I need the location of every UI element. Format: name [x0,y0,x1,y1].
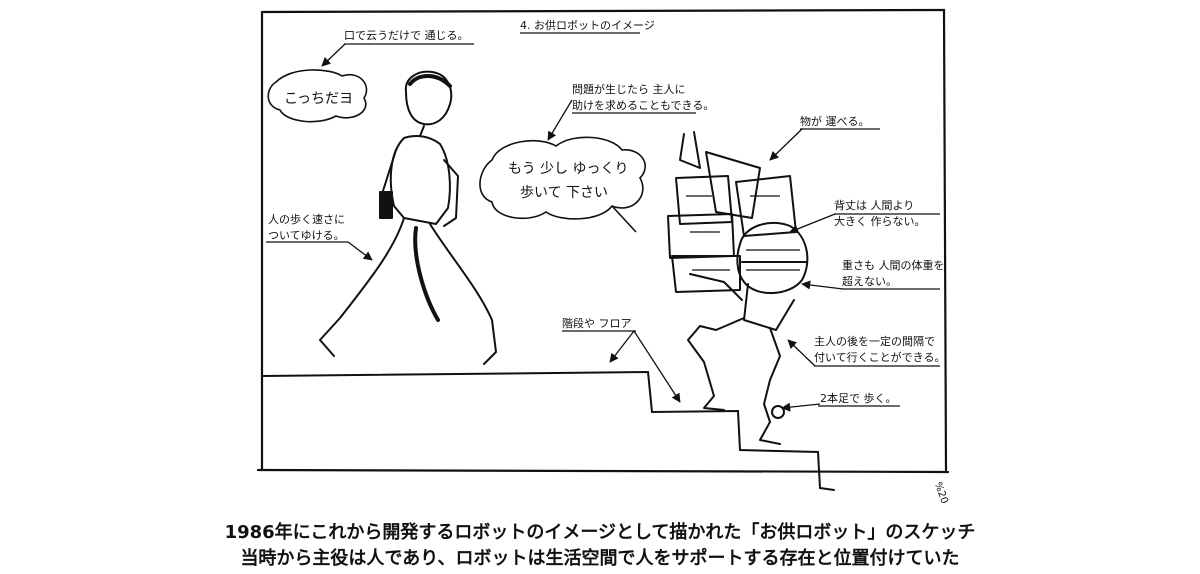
annotation-stairs-floor: 階段や フロア [562,317,632,330]
speech-bubble-robot [479,136,646,233]
robot-figure [667,131,809,445]
annotation-two-legs: 2本足で 歩く。 [820,392,897,405]
person-figure [319,70,497,365]
speech-robot-line1: もう 少し ゆっくり [508,161,629,177]
caption-line-2: 当時から主役は人であり、ロボットは生活空間で人をサポートする存在と位置付けていた [240,548,960,569]
speech-person-text: こっちだヨ [284,91,354,107]
speech-robot-line2: 歩いて 下さい [520,185,609,201]
annotation-weight-line1: 重さも 人間の体重を [842,259,945,272]
annotation-walk-speed-line1: 人の歩く速さに [268,213,345,226]
robot-sketch-drawing [256,8,950,491]
annotation-height-line1: 背丈は 人間より [834,199,915,212]
annotation-follow-distance-line2: 付いて行くことができる。 [814,351,946,364]
speech-bubble-person [267,69,368,123]
annotation-follow-distance-line1: 主人の後を一定の間隔で [814,335,935,348]
sketch-hatching [686,195,800,271]
annotation-carry-items: 物が 運べる。 [800,115,870,128]
annotation-voice-command: 口で云うだけで 通じる。 [344,29,469,42]
sketch-title: 4. お供ロボットのイメージ [520,19,655,32]
annotation-ask-help-line1: 問題が生じたら 主人に [572,83,686,96]
caption-line-1: 1986年にこれから開発するロボットのイメージとして描かれた「お供ロボット」のス… [224,522,976,543]
annotation-weight-line2: 超えない。 [842,275,897,288]
sketch-frame [256,8,950,474]
floor-and-stairs [261,370,835,491]
annotation-height-line2: 大きく 作らない。 [834,215,926,228]
annotation-leaders [266,32,940,412]
annotation-ask-help-line2: 助けを求めることもできる。 [572,99,715,112]
annotation-walk-speed-line2: ついてゆける。 [268,229,345,242]
